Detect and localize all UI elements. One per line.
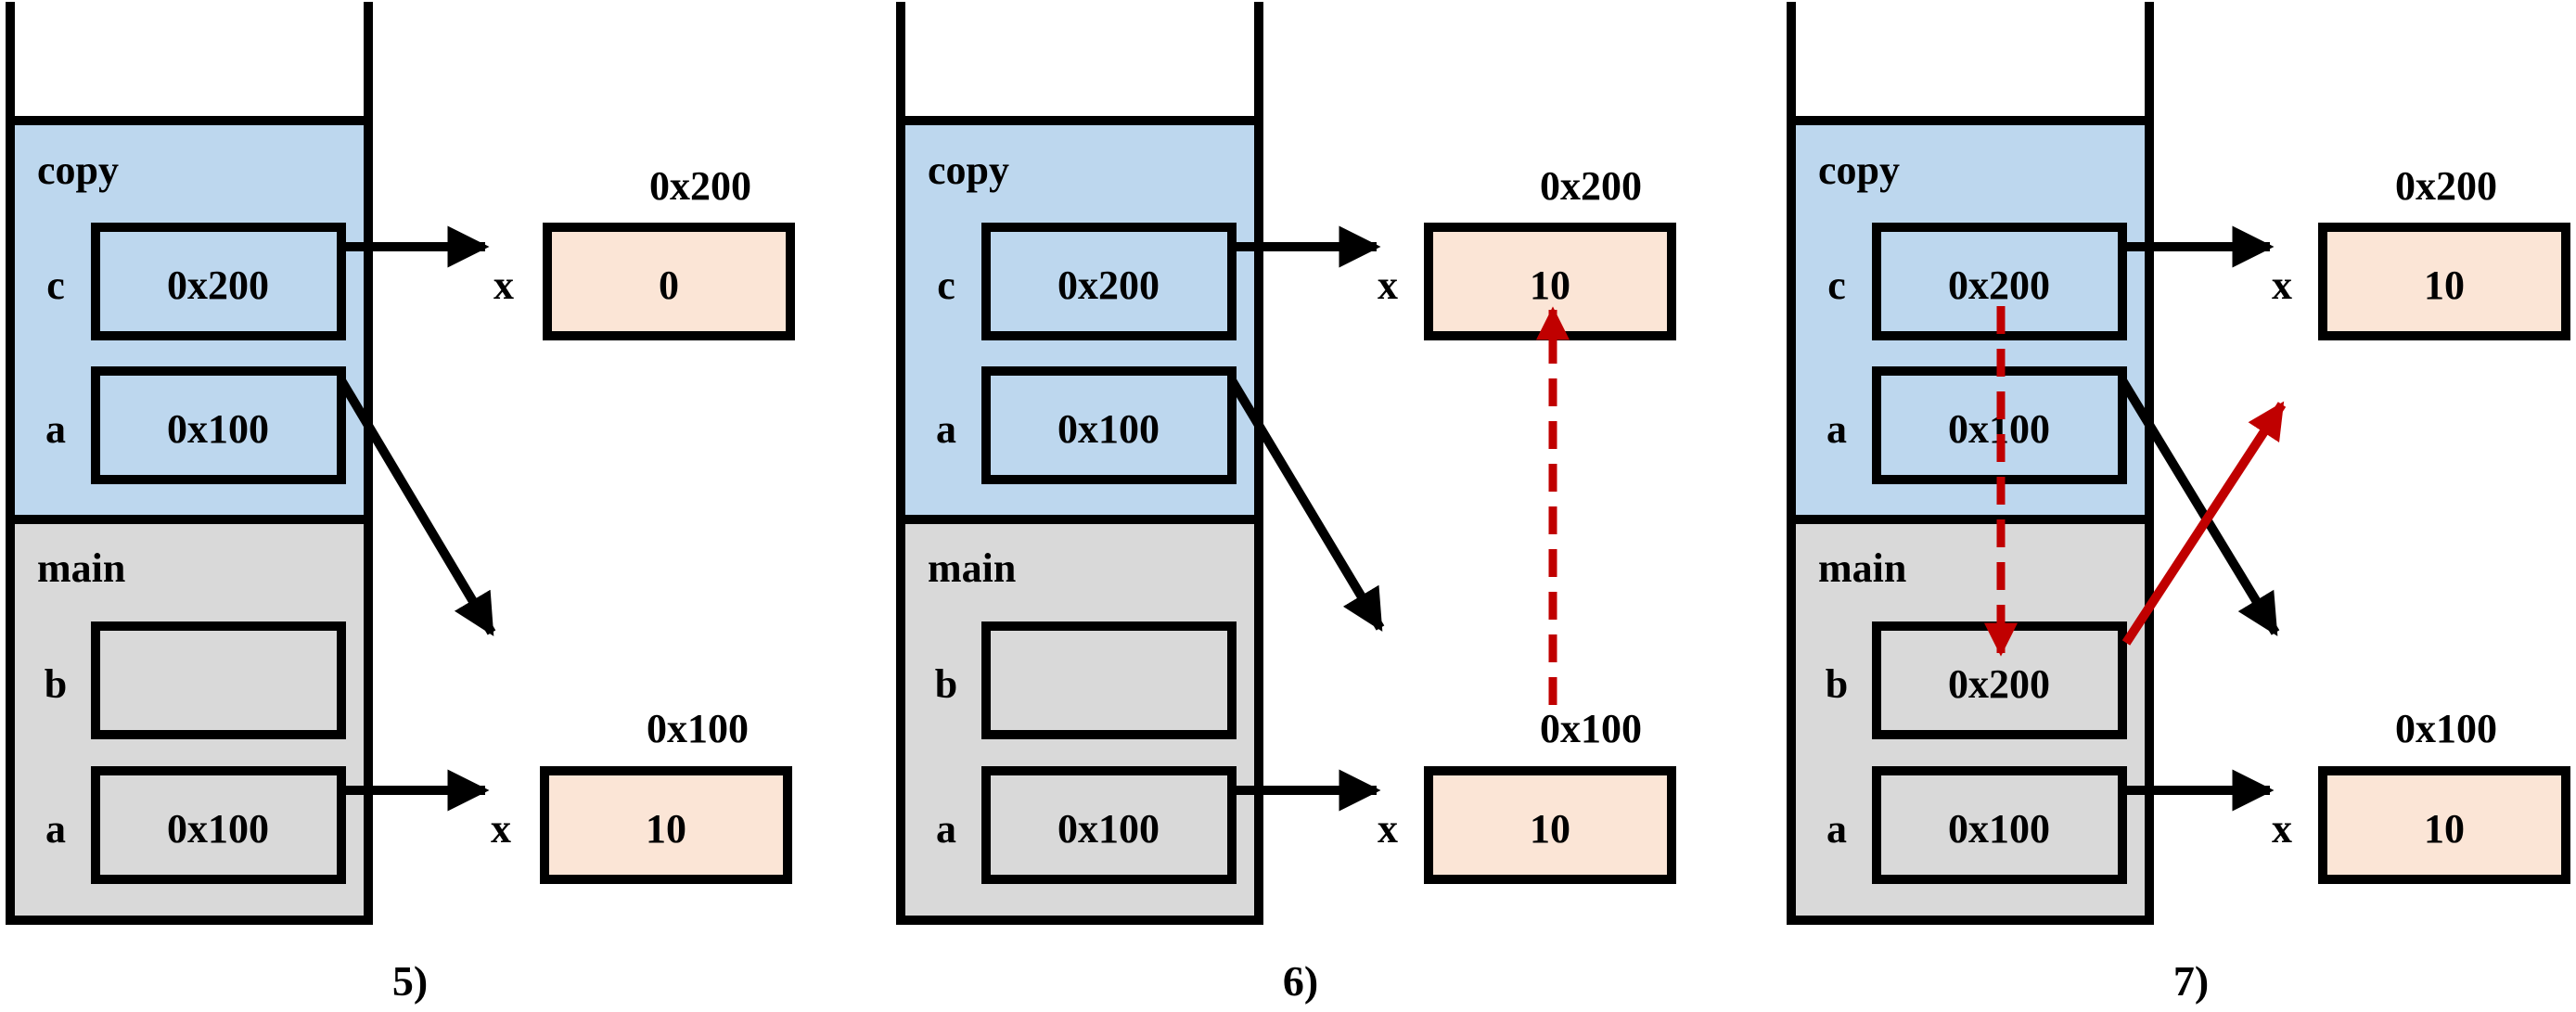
heap-object	[540, 766, 792, 884]
var-slot-a	[1872, 766, 2127, 884]
object-field-value: 10	[1530, 263, 1570, 308]
object-field-label: x	[1378, 263, 1398, 308]
object-field-value: 10	[1530, 806, 1570, 852]
pointer-arrow	[2118, 378, 2280, 636]
object-field-label: x	[491, 806, 511, 852]
object-field-value: 10	[646, 806, 686, 852]
var-label-a: a	[45, 806, 66, 852]
frame-label-main: main	[37, 545, 125, 591]
var-label-c: c	[937, 263, 955, 308]
heap-object	[2318, 766, 2570, 884]
var-value-a: 0x100	[167, 406, 269, 452]
var-slot-b	[981, 621, 1237, 739]
var-value-a: 0x100	[167, 806, 269, 852]
var-value-a: 0x100	[1057, 406, 1160, 452]
var-label-a: a	[45, 406, 66, 452]
object-field-value: 10	[2424, 263, 2465, 308]
var-label-b: b	[45, 661, 67, 707]
var-value-c: 0x200	[1948, 263, 2050, 308]
var-slot-c	[981, 223, 1237, 340]
object-address: 0x100	[1540, 706, 1642, 751]
var-label-b: b	[1826, 661, 1848, 707]
var-slot-c	[91, 223, 346, 340]
panel-caption: 7)	[2173, 957, 2209, 1005]
frame-label-copy: copy	[37, 147, 119, 193]
object-field-label: x	[2272, 263, 2292, 308]
var-slot-a	[91, 366, 346, 484]
var-slot-a	[981, 766, 1237, 884]
pointer-arrow	[1227, 378, 1385, 632]
var-value-a: 0x100	[1057, 806, 1160, 852]
frame-label-copy: copy	[928, 147, 1009, 193]
object-address: 0x100	[647, 706, 749, 751]
panel-caption: 5)	[392, 957, 428, 1005]
heap-object	[2318, 223, 2570, 340]
frame-label-copy: copy	[1818, 147, 1900, 193]
var-label-a: a	[936, 406, 956, 452]
var-value-b: 0x200	[1948, 661, 2050, 707]
var-value-c: 0x200	[167, 263, 269, 308]
var-label-b: b	[935, 661, 957, 707]
object-field-label: x	[1378, 806, 1398, 852]
frame-label-main: main	[928, 545, 1016, 591]
panel-5: copy main c a b a 0x200 0x100 0x100 0x20…	[6, 2, 795, 1005]
object-address: 0x200	[2395, 163, 2497, 209]
object-field-value: 0	[659, 263, 679, 308]
var-label-a: a	[936, 806, 956, 852]
heap-object	[543, 223, 795, 340]
var-label-c: c	[1827, 263, 1846, 308]
panel-7: copy main c a b a 0x200 0x100 0x200 0x10…	[1787, 2, 2570, 1005]
var-slot-a	[981, 366, 1237, 484]
var-value-c: 0x200	[1057, 263, 1160, 308]
object-address: 0x100	[2395, 706, 2497, 751]
object-field-label: x	[493, 263, 514, 308]
var-slot-a	[91, 766, 346, 884]
object-address: 0x200	[1540, 163, 1642, 209]
frame-label-main: main	[1818, 545, 1906, 591]
pointer-arrow	[337, 378, 496, 636]
panel-caption: 6)	[1283, 957, 1318, 1005]
var-label-c: c	[46, 263, 65, 308]
panel-6: copy main c a b a 0x200 0x100 0x100 0x20…	[896, 2, 1676, 1005]
var-value-a: 0x100	[1948, 806, 2050, 852]
var-slot-b	[91, 621, 346, 739]
var-label-a: a	[1826, 406, 1847, 452]
var-label-a: a	[1826, 806, 1847, 852]
object-address: 0x200	[649, 163, 751, 209]
new-pointer-arrow	[2121, 401, 2287, 646]
object-field-label: x	[2272, 806, 2292, 852]
object-field-value: 10	[2424, 806, 2465, 852]
heap-object	[1424, 766, 1676, 884]
